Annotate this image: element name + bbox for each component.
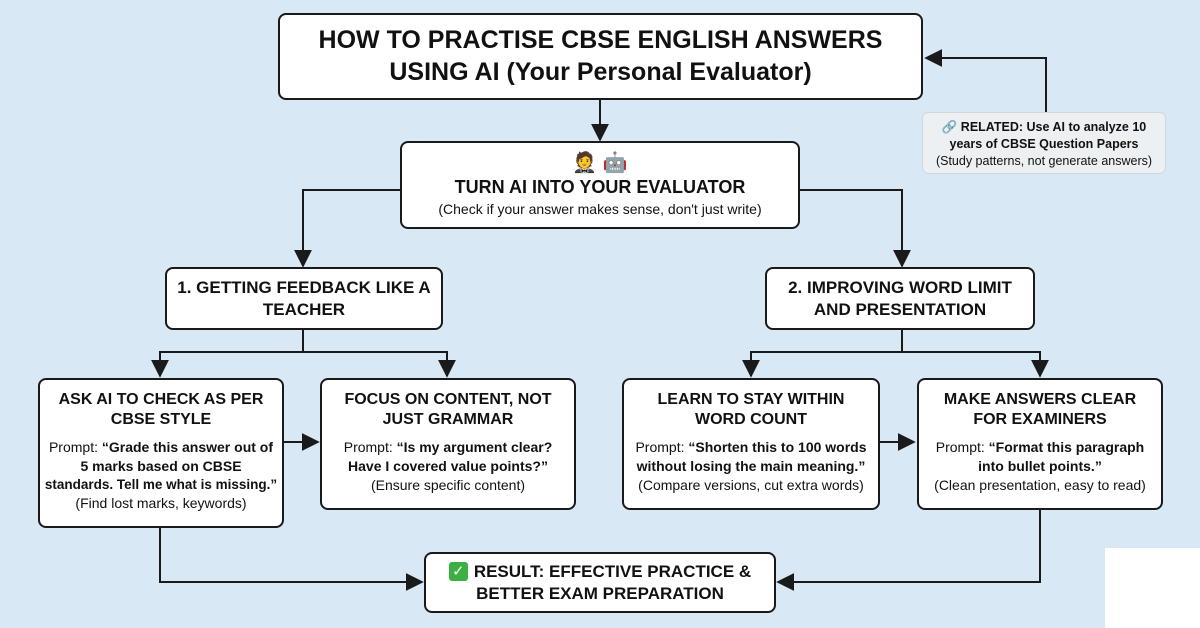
card1-prompt-label: Prompt:: [48, 439, 98, 455]
card-check-cbse-style: ASK AI TO CHECK AS PER CBSE STYLE Prompt…: [38, 378, 284, 528]
related-line-1: RELATED: Use AI to analyze 10: [960, 120, 1147, 134]
arrow-card4-to-result: [776, 510, 1041, 591]
card4-prompt-label: Prompt:: [935, 439, 985, 455]
result-line-1: RESULT: EFFECTIVE PRACTICE &: [473, 562, 752, 582]
title-box: HOW TO PRACTISE CBSE ENGLISH ANSWERS USI…: [278, 13, 923, 100]
card4-note: (Clean presentation, easy to read): [934, 476, 1146, 493]
card4-heading-1: MAKE ANSWERS CLEAR: [943, 391, 1137, 408]
evaluator-heading: TURN AI INTO YOUR EVALUATOR: [454, 176, 746, 197]
corner-patch: [1105, 548, 1200, 628]
arrow-branch1-to-card1: [151, 330, 304, 378]
related-line-3: (Study patterns, not generate answers): [935, 153, 1153, 168]
branch-2-box: 2. IMPROVING WORD LIMIT AND PRESENTATION: [765, 267, 1035, 330]
title-line-1: HOW TO PRACTISE CBSE ENGLISH ANSWERS: [318, 26, 883, 55]
card2-prompt-2: Have I covered value points?”: [348, 457, 548, 474]
card2-prompt-label: Prompt:: [343, 439, 393, 455]
card-clear-for-examiners: MAKE ANSWERS CLEAR FOR EXAMINERS Prompt:…: [917, 378, 1163, 510]
robot-icon: 🤖: [602, 149, 628, 174]
link-icon: 🔗: [941, 119, 958, 134]
branch-1-line-1: 1. GETTING FEEDBACK LIKE A: [177, 278, 431, 298]
check-mark-icon: ✓: [448, 562, 468, 582]
card1-prompt-3: standards. Tell me what is missing.”: [44, 476, 278, 492]
card-word-count: LEARN TO STAY WITHIN WORD COUNT Prompt: …: [622, 378, 880, 510]
card1-prompt-1: “Grade this answer out of: [101, 439, 274, 455]
related-line-2: years of CBSE Question Papers: [949, 136, 1139, 151]
card4-prompt-1: “Format this paragraph: [988, 439, 1145, 455]
result-box: ✓ RESULT: EFFECTIVE PRACTICE & BETTER EX…: [424, 552, 776, 613]
arrow-related-to-title: [924, 49, 1047, 112]
result-line-2: BETTER EXAM PREPARATION: [476, 583, 724, 603]
card1-note: (Find lost marks, keywords): [75, 495, 247, 511]
branch-2-line-2: AND PRESENTATION: [813, 299, 987, 319]
card4-prompt-2: into bullet points.”: [978, 457, 1102, 474]
arrow-evaluator-to-branch2: [800, 189, 911, 268]
card2-heading-1: FOCUS ON CONTENT, NOT: [344, 391, 552, 408]
arrow-branch2-to-card4: [902, 351, 1049, 378]
card3-prompt-1: “Shorten this to 100 words: [688, 439, 867, 455]
arrow-branch2-to-card3: [742, 330, 903, 378]
card3-prompt-2: without losing the main meaning.”: [636, 457, 866, 474]
card2-heading-2: JUST GRAMMAR: [382, 411, 514, 428]
arrow-card1-to-result: [159, 528, 424, 591]
card2-note: (Ensure specific content): [370, 476, 526, 493]
evaluator-subtitle: (Check if your answer makes sense, don't…: [438, 201, 762, 218]
card2-prompt-1: “Is my argument clear?: [396, 439, 553, 455]
card3-heading-1: LEARN TO STAY WITHIN: [657, 391, 845, 408]
card1-heading-2: CBSE STYLE: [110, 411, 212, 428]
card4-heading-2: FOR EXAMINERS: [973, 411, 1107, 428]
evaluator-icons: 🤵 🤖: [572, 151, 627, 174]
branch-1-line-2: TEACHER: [262, 299, 346, 319]
arrow-evaluator-to-branch1: [294, 189, 400, 268]
branch-2-line-1: 2. IMPROVING WORD LIMIT: [788, 278, 1012, 298]
card3-note: (Compare versions, cut extra words): [638, 476, 864, 493]
related-note: 🔗 RELATED: Use AI to analyze 10 years of…: [922, 112, 1166, 174]
title-line-2: USING AI (Your Personal Evaluator): [389, 57, 812, 86]
card-content-not-grammar: FOCUS ON CONTENT, NOT JUST GRAMMAR Promp…: [320, 378, 576, 510]
evaluator-box: 🤵 🤖 TURN AI INTO YOUR EVALUATOR (Check i…: [400, 141, 800, 229]
card1-prompt-2: 5 marks based on CBSE: [80, 457, 242, 474]
card3-prompt-label: Prompt:: [635, 439, 685, 455]
branch-1-box: 1. GETTING FEEDBACK LIKE A TEACHER: [165, 267, 443, 330]
arrow-branch1-to-card2: [303, 351, 456, 378]
card1-heading-1: ASK AI TO CHECK AS PER: [58, 391, 264, 408]
person-icon: 🤵: [572, 149, 598, 174]
card3-heading-2: WORD COUNT: [695, 411, 807, 428]
